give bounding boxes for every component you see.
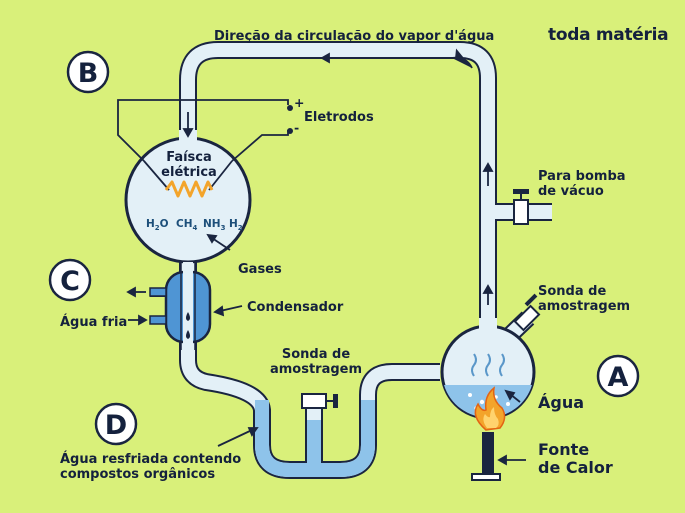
spark-label-line1: Faísca: [166, 150, 212, 165]
svg-text:A: A: [608, 362, 629, 393]
svg-text:D: D: [105, 410, 127, 441]
agua-label: Água: [538, 393, 584, 412]
letter-b: B: [66, 50, 110, 94]
bomba-line2: de vácuo: [538, 184, 604, 199]
condenser: [149, 262, 212, 350]
stopcock-icon: [301, 189, 541, 409]
sonda-right-line2: amostragem: [538, 299, 630, 314]
fonte-line2: de Calor: [538, 458, 613, 477]
spark-label-line2: elétrica: [161, 165, 217, 180]
gas-formulas: H2O CH4 NH3 H2: [146, 218, 243, 232]
letter-a: A: [596, 354, 640, 398]
formula-methane: CH4: [176, 218, 198, 232]
bomba-line1: Para bomba: [538, 169, 626, 184]
resfriada-line2: compostos orgânicos: [60, 467, 215, 482]
svg-text:B: B: [78, 58, 99, 89]
electrode-wires: [117, 99, 293, 162]
condensador-label: Condensador: [247, 300, 344, 315]
formula-water: H2O: [146, 218, 169, 232]
sonda-right-line1: Sonda de: [538, 284, 606, 299]
electrode-minus: -: [294, 120, 299, 135]
letter-c: C: [48, 258, 92, 302]
diagram-title: Direção da circulação do vapor d'água: [214, 29, 494, 44]
svg-text:C: C: [60, 266, 80, 297]
burner: [471, 386, 506, 481]
fonte-line1: Fonte: [538, 440, 589, 459]
gases-label: Gases: [238, 262, 282, 277]
vapor-icon: [471, 353, 505, 377]
sonda-center-line2: amostragem: [270, 362, 362, 377]
brand-logo: toda matéria: [548, 25, 668, 45]
formula-ammonia: NH3: [203, 218, 226, 232]
resfriada-line1: Água resfriada contendo: [60, 451, 241, 467]
electrode-plus: +: [294, 95, 304, 110]
formula-hydrogen: H2: [229, 218, 243, 232]
agua-fria-label: Água fria: [60, 314, 127, 330]
sonda-center-line1: Sonda de: [282, 347, 350, 362]
spark-zigzag-icon: [164, 180, 214, 198]
glass-tubing: [179, 41, 552, 479]
arrow-icon: [126, 48, 526, 466]
eletrodos-label: Eletrodos: [304, 110, 374, 125]
letter-d: D: [94, 402, 138, 446]
